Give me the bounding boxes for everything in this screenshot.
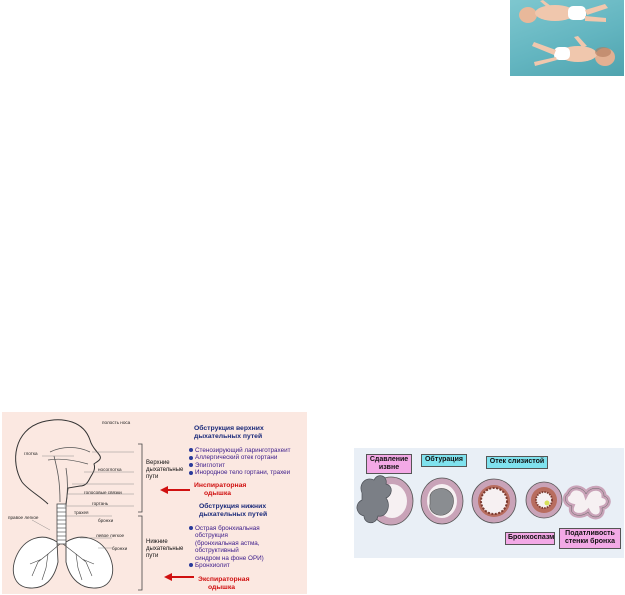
label-mucosal-edema: Отек слизистой (486, 456, 548, 469)
compressed-bronchus-icon (356, 475, 414, 526)
upper-obstruction-list: Стенозирующий ларинготрахеит Аллергическ… (189, 447, 291, 477)
list-item-cont: обструкция (195, 532, 228, 540)
lower-label-line-3: пути (146, 552, 159, 559)
upper-label-line-2: дыхательные (146, 466, 184, 473)
bullet-icon (189, 470, 193, 475)
list-item: Бронхиолит (189, 562, 264, 569)
label-bronchi: бронхи (98, 518, 114, 523)
list-item-cont: обструктивный (195, 547, 239, 555)
airway-obstruction-panel: полость носа глотка носоглотка голосовые… (2, 412, 307, 594)
bronchi-cross-sections (356, 475, 611, 526)
label-left-lung: левое легкое (96, 533, 125, 538)
expiratory-dyspnea-label: Экспираторная одышка (198, 576, 250, 591)
lower-label-line-2: дыхательные (146, 545, 184, 552)
label-wall-compliance: Податливость стенки бронха (559, 528, 621, 549)
inspiratory-dyspnea-label: Инспираторная одышка (194, 482, 246, 497)
label-vocal-cords: голосовые связки (84, 490, 122, 495)
list-item: Стенозирующий ларинготрахеит (189, 447, 291, 454)
lower-airways-label: Нижние дыхательные пути (146, 539, 183, 559)
inspiratory-line-2: одышка (204, 489, 232, 497)
bullet-icon (189, 448, 193, 453)
lower-obstruction-list: Острая бронхиальная обструкция (бронхиал… (189, 525, 264, 569)
inspiratory-line-1: Инспираторная (194, 482, 247, 489)
edematous-bronchus-icon (471, 478, 517, 524)
label-bronchioles: бронхи (112, 546, 128, 551)
lower-heading-line-2: дыхательных путей (199, 510, 268, 518)
label-compression: Сдавление извне (366, 454, 412, 474)
list-item: Острая бронхиальная (189, 525, 264, 532)
label-bronchospasm: Бронхоспазм (505, 532, 555, 545)
bronchial-obstruction-mechanisms-panel: Сдавление извне Обтурация Отек слизистой… (354, 448, 624, 558)
upper-label-line-3: пути (146, 473, 159, 480)
list-item: Инородное тело гортани, трахеи (189, 469, 291, 476)
label-nasopharynx: носоглотка (98, 467, 122, 472)
upper-obstruction-heading: Обструкция верхних дыхательных путей (194, 425, 264, 440)
upper-heading-line-2: дыхательных путей (194, 432, 263, 440)
expiratory-line-2: одышка (208, 583, 236, 591)
bullet-icon (189, 455, 193, 460)
bullet-icon (189, 563, 193, 568)
red-arrow-icon (160, 486, 190, 494)
lower-obstruction-heading: Обструкция нижних дыхательных путей (199, 503, 267, 518)
lower-label-line-1: Нижние (146, 539, 168, 545)
upper-airways-label: Верхние дыхательные пути (146, 460, 183, 480)
label-obturation: Обтурация (421, 454, 467, 467)
bullet-icon (189, 526, 193, 531)
label-nasal-cavity: полость носа (102, 420, 131, 425)
list-item-cont: (бронхиальная астма, (195, 539, 260, 547)
airway-anatomy-illustration (12, 419, 143, 591)
collapsed-bronchus-icon (562, 485, 611, 520)
label-right-lung: правое легкое (8, 515, 39, 520)
obturated-bronchus-icon (420, 477, 464, 525)
red-arrow-icon (164, 573, 194, 581)
list-item: Эпиглотит (189, 462, 291, 469)
label-trachea: трахея (74, 510, 89, 515)
lower-heading-line-1: Обструкция нижних (199, 503, 267, 510)
list-item-cont: синдром на фоне ОРИ) (195, 554, 264, 562)
upper-heading-line-1: Обструкция верхних (194, 425, 264, 432)
expiratory-line-1: Экспираторная (198, 576, 250, 583)
label-larynx: гортань (92, 501, 109, 506)
infant-lying-icon (519, 0, 615, 66)
infant-photo (510, 0, 624, 76)
label-pharynx: глотка (24, 451, 38, 456)
list-item: Аллергический отек гортани (189, 454, 291, 461)
spasm-bronchus-icon (525, 481, 563, 519)
upper-label-line-1: Верхние (146, 460, 170, 466)
bullet-icon (189, 463, 193, 468)
